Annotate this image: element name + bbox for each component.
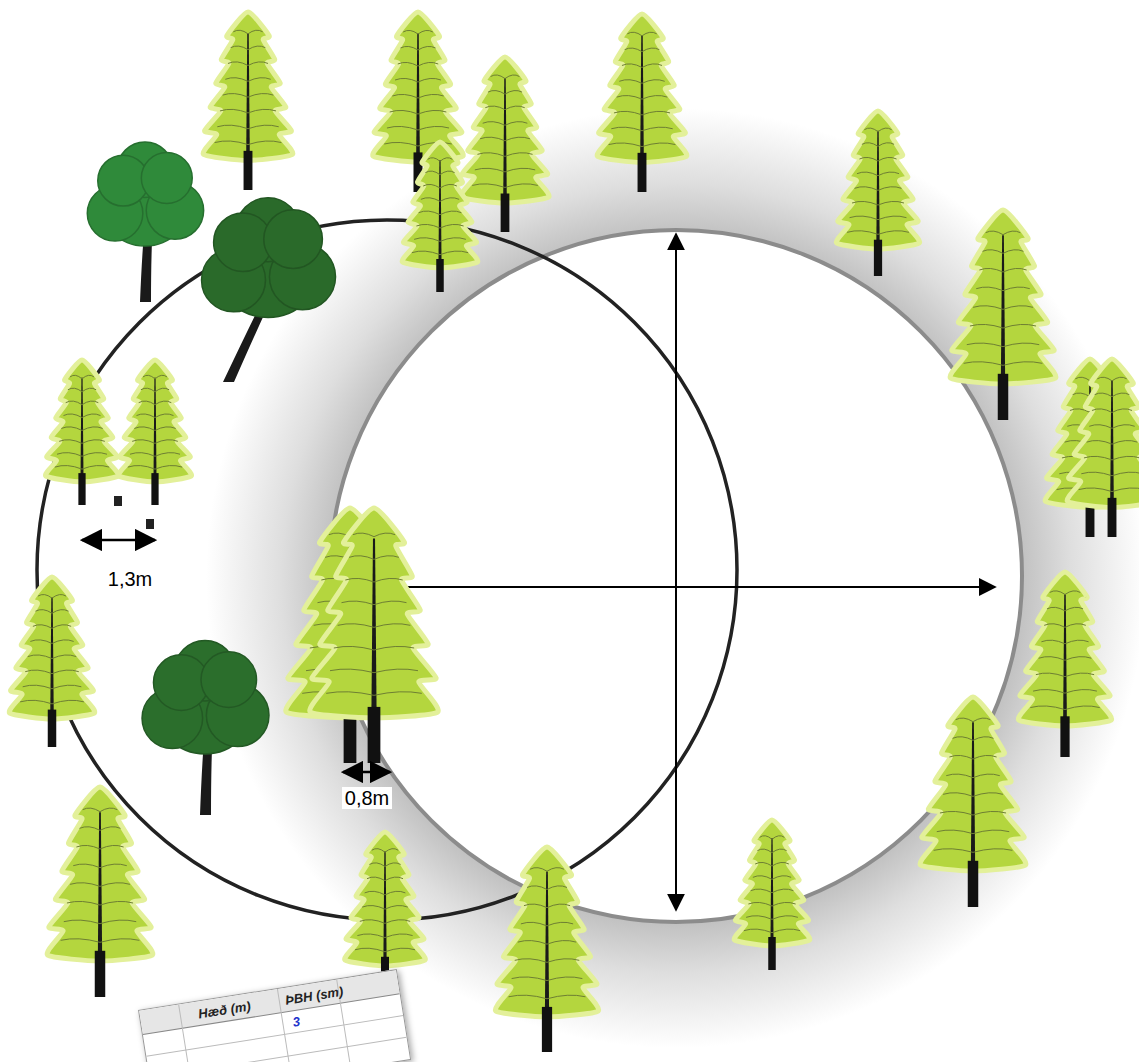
- diameter-arrow: [325, 586, 995, 588]
- larch-tree: [920, 697, 1026, 907]
- larch-tree: [597, 14, 687, 192]
- dimension-label: 0,8m: [342, 787, 392, 809]
- broadleaf-tree: [142, 640, 269, 815]
- larch-tree: [45, 360, 118, 505]
- table-cell: 3: [292, 1014, 301, 1030]
- broadleaf-tree: [202, 198, 336, 382]
- larch-tree: [836, 111, 919, 276]
- larch-tree: [47, 787, 153, 997]
- plot-circle: [330, 230, 1022, 922]
- distance-arrow: [82, 539, 155, 542]
- diameter-arrow: [675, 234, 677, 910]
- dimension-label: 1,3m: [105, 568, 155, 590]
- larch-tree: [495, 847, 598, 1052]
- tally-sheet: Hæð (m)ÞBH (sm)3: [138, 969, 411, 1062]
- buffer-zone: [206, 108, 1139, 1048]
- sheet-grid: [139, 970, 410, 1062]
- larch-tree: [203, 12, 293, 190]
- distance-arrow: [343, 771, 390, 774]
- larch-tree: [461, 57, 549, 232]
- larch-tree: [9, 577, 95, 747]
- larch-tree: [402, 142, 478, 292]
- larch-tree: [310, 508, 439, 763]
- larch-tree: [345, 832, 426, 992]
- old-plot-circle: [37, 220, 737, 920]
- larch-tree: [734, 820, 810, 970]
- stump: [114, 496, 122, 506]
- larch-tree: [1018, 572, 1111, 757]
- larch-tree: [118, 360, 191, 505]
- broadleaf-tree: [87, 142, 203, 302]
- larch-tree: [1067, 359, 1139, 537]
- stump: [146, 519, 154, 529]
- larch-tree: [950, 210, 1056, 420]
- trees: [9, 12, 1139, 1052]
